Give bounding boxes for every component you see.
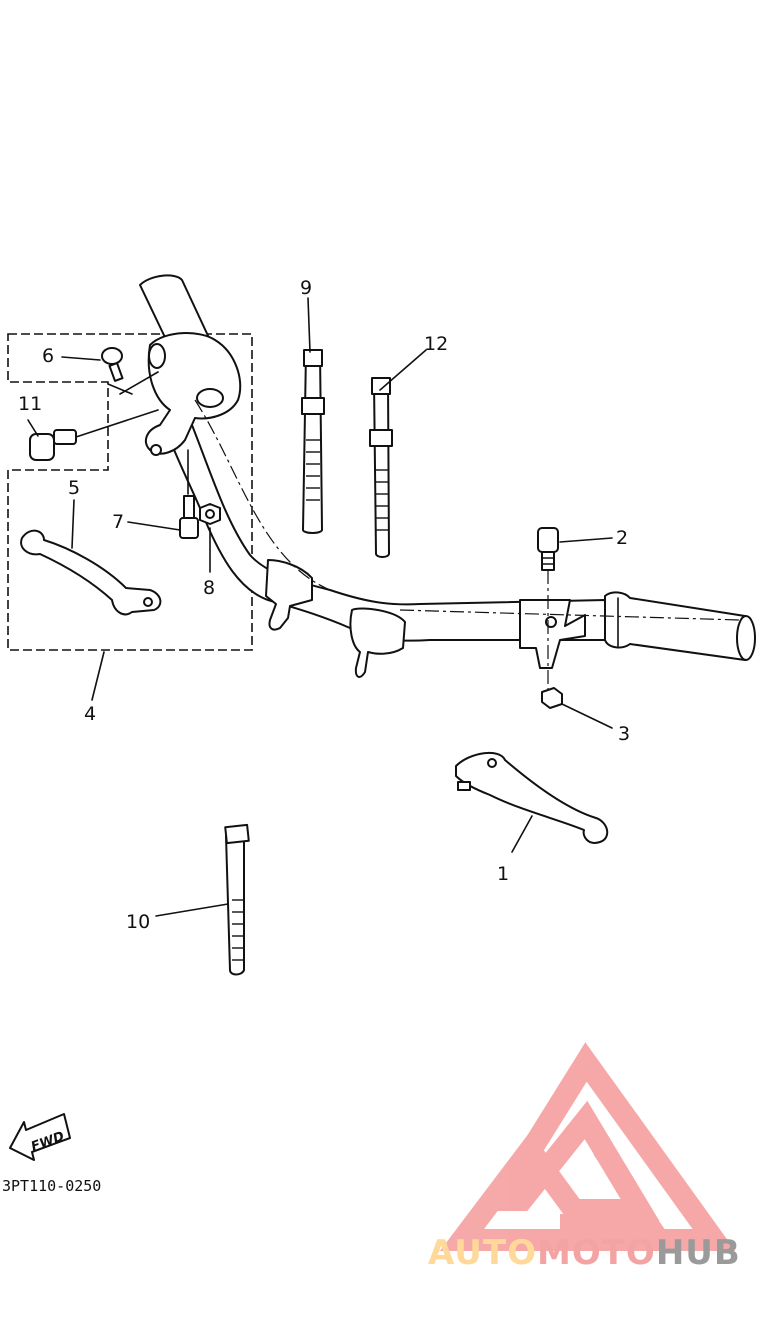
part-7-bolt	[179, 495, 199, 539]
part-5-clutch-lever	[20, 529, 162, 616]
automotohub-logo	[439, 1042, 736, 1251]
callout-6: 6	[42, 345, 54, 367]
callout-10: 10	[126, 911, 150, 933]
drawing-code: 3PT110-0250	[2, 1177, 101, 1195]
callout-9: 9	[300, 277, 312, 299]
logo-triangle	[439, 1042, 736, 1251]
part-3-nut	[541, 687, 563, 709]
assembly-centerline-main	[194, 399, 331, 591]
callout-7: 7	[112, 511, 124, 533]
part-1-brake-lever	[455, 751, 609, 844]
watermark-auto: AUTO	[428, 1233, 537, 1273]
watermark-hub: HUB	[656, 1233, 741, 1273]
logo-inner-mark	[560, 1145, 666, 1230]
right-grip	[604, 591, 746, 661]
housing-end	[196, 388, 224, 408]
callout-5: 5	[68, 477, 80, 499]
part-8-bore	[205, 509, 215, 519]
callout-4: 4	[84, 703, 96, 725]
part-9-cable-tie	[301, 349, 325, 534]
part-11-switch	[29, 409, 159, 461]
part-5-pivot	[143, 597, 153, 607]
assembly-4-outline	[7, 333, 253, 651]
callout-2: 2	[616, 527, 628, 549]
leader-lines	[27, 297, 613, 917]
part-10-cable-tie	[224, 823, 250, 976]
callout-8: 8	[203, 577, 215, 599]
part-6-screw	[101, 347, 124, 382]
handlebar	[139, 274, 756, 690]
watermark-text: AUTOMOTOHUB	[428, 1233, 741, 1273]
callout-3: 3	[618, 723, 630, 745]
callout-labels: 1 2 3 4 5 6 7 8 9 10 11 12	[18, 277, 630, 933]
callout-12: 12	[424, 333, 448, 355]
mount-post-left	[265, 559, 313, 631]
fwd-arrow-icon: FWD	[9, 1113, 71, 1161]
left-lever-housing	[144, 332, 242, 455]
watermark-moto: MOTO	[537, 1233, 656, 1273]
housing-bore	[148, 343, 166, 369]
part-1-pivot	[487, 758, 497, 768]
assembly-centerline-right	[399, 609, 741, 621]
callout-11: 11	[18, 393, 42, 415]
grip-end	[736, 615, 756, 661]
callout-1: 1	[497, 863, 509, 885]
housing-pivot	[150, 444, 162, 456]
mount-post-right	[349, 607, 406, 678]
part-1-tab	[457, 781, 471, 791]
part-2-bolt	[537, 527, 559, 571]
part-12-cable-tie	[369, 377, 393, 558]
right-lever-clamp	[519, 599, 586, 669]
